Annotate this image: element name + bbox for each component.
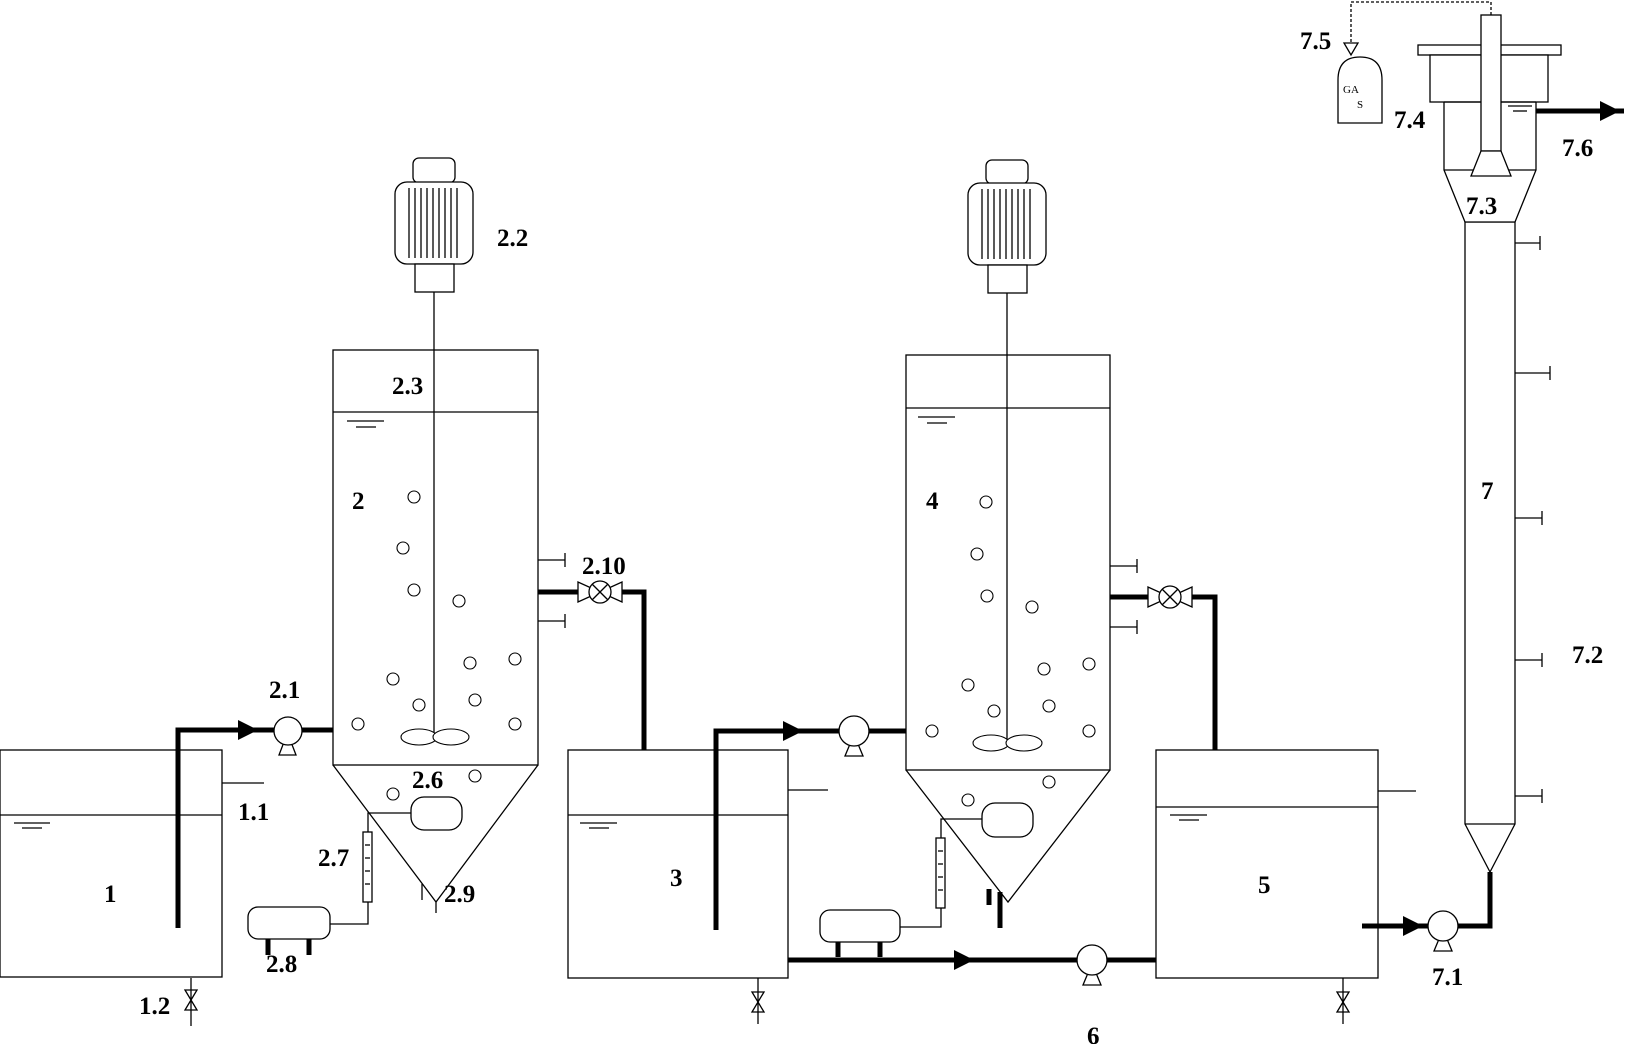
- drain-2-9[interactable]: [421, 884, 437, 913]
- label-7-2: 7.2: [1572, 642, 1603, 669]
- drain-valve-1-2[interactable]: [183, 978, 199, 1026]
- water-level-icon: [1170, 814, 1207, 821]
- air-line-4: [900, 818, 982, 928]
- gas-bag-text-2: S: [1357, 99, 1363, 111]
- label-5: 5: [1258, 872, 1271, 899]
- air-line-2: [330, 812, 411, 925]
- label-2-6: 2.6: [412, 767, 443, 794]
- label-2-8: 2.8: [266, 951, 297, 978]
- water-level-icon: [347, 420, 384, 428]
- tank-5: [1155, 749, 1416, 1024]
- label-2-2: 2.2: [497, 225, 528, 252]
- label-1: 1: [104, 881, 117, 908]
- rotameter-2-7: [362, 831, 373, 903]
- feed-pipe-1: [175, 720, 258, 928]
- gas-bubbles-2: [351, 490, 522, 801]
- reactor-2: [332, 349, 539, 913]
- blower-2-8: [247, 906, 331, 955]
- water-level-icon: [580, 822, 617, 829]
- label-2: 2: [352, 488, 365, 515]
- label-2-9: 2.9: [444, 881, 475, 908]
- blower-4: [819, 909, 901, 957]
- gas-bag-7-5: GA S: [1337, 1, 1492, 124]
- drain-valve-5[interactable]: [1335, 978, 1351, 1024]
- reactor-4: [905, 354, 1111, 928]
- sampling-ports-7-2: [1515, 236, 1551, 803]
- label-1-2: 1.2: [139, 993, 170, 1020]
- valve-2-10[interactable]: [577, 580, 623, 604]
- label-7-5: 7.5: [1300, 28, 1331, 55]
- gas-bag-text-1: GA: [1343, 84, 1359, 96]
- label-2-3: 2.3: [392, 373, 423, 400]
- label-1-1: 1.1: [238, 799, 269, 826]
- water-level-icon: [14, 822, 50, 829]
- diffuser-4: [981, 802, 1034, 838]
- sampling-ports-4: [1110, 559, 1138, 634]
- label-7-6: 7.6: [1562, 135, 1593, 162]
- motor-2-2: [394, 157, 474, 293]
- label-3: 3: [670, 865, 683, 892]
- label-2-10: 2.10: [582, 553, 626, 580]
- label-2-7: 2.7: [318, 845, 349, 872]
- water-level-icon: [918, 416, 955, 424]
- drain-valve-3[interactable]: [750, 978, 766, 1024]
- rotameter-4: [935, 837, 946, 909]
- column-7: [1417, 14, 1562, 874]
- motor-4: [967, 159, 1047, 294]
- pump-2-1[interactable]: [273, 716, 303, 756]
- tank-3: [567, 749, 828, 1024]
- pump-7-1[interactable]: [1427, 910, 1459, 952]
- label-7-4: 7.4: [1394, 107, 1426, 134]
- water-level-icon: [1508, 105, 1532, 112]
- label-7: 7: [1481, 478, 1494, 505]
- pump-4-feed[interactable]: [838, 715, 870, 757]
- valve-4[interactable]: [1147, 585, 1193, 609]
- label-4: 4: [926, 488, 939, 515]
- label-7-1: 7.1: [1432, 964, 1463, 991]
- pump-6[interactable]: [1076, 944, 1108, 986]
- stirrer-4: [972, 293, 1043, 752]
- drain-4[interactable]: [986, 889, 1003, 928]
- label-7-3: 7.3: [1466, 193, 1497, 220]
- tank-1: [0, 749, 264, 1026]
- sampling-ports-2: [538, 553, 566, 628]
- label-2-1: 2.1: [269, 677, 300, 704]
- diffuser-2-6: [410, 796, 463, 831]
- stirrer-2: [400, 292, 470, 746]
- gas-bubbles-4: [925, 495, 1096, 807]
- label-6: 6: [1087, 1023, 1100, 1044]
